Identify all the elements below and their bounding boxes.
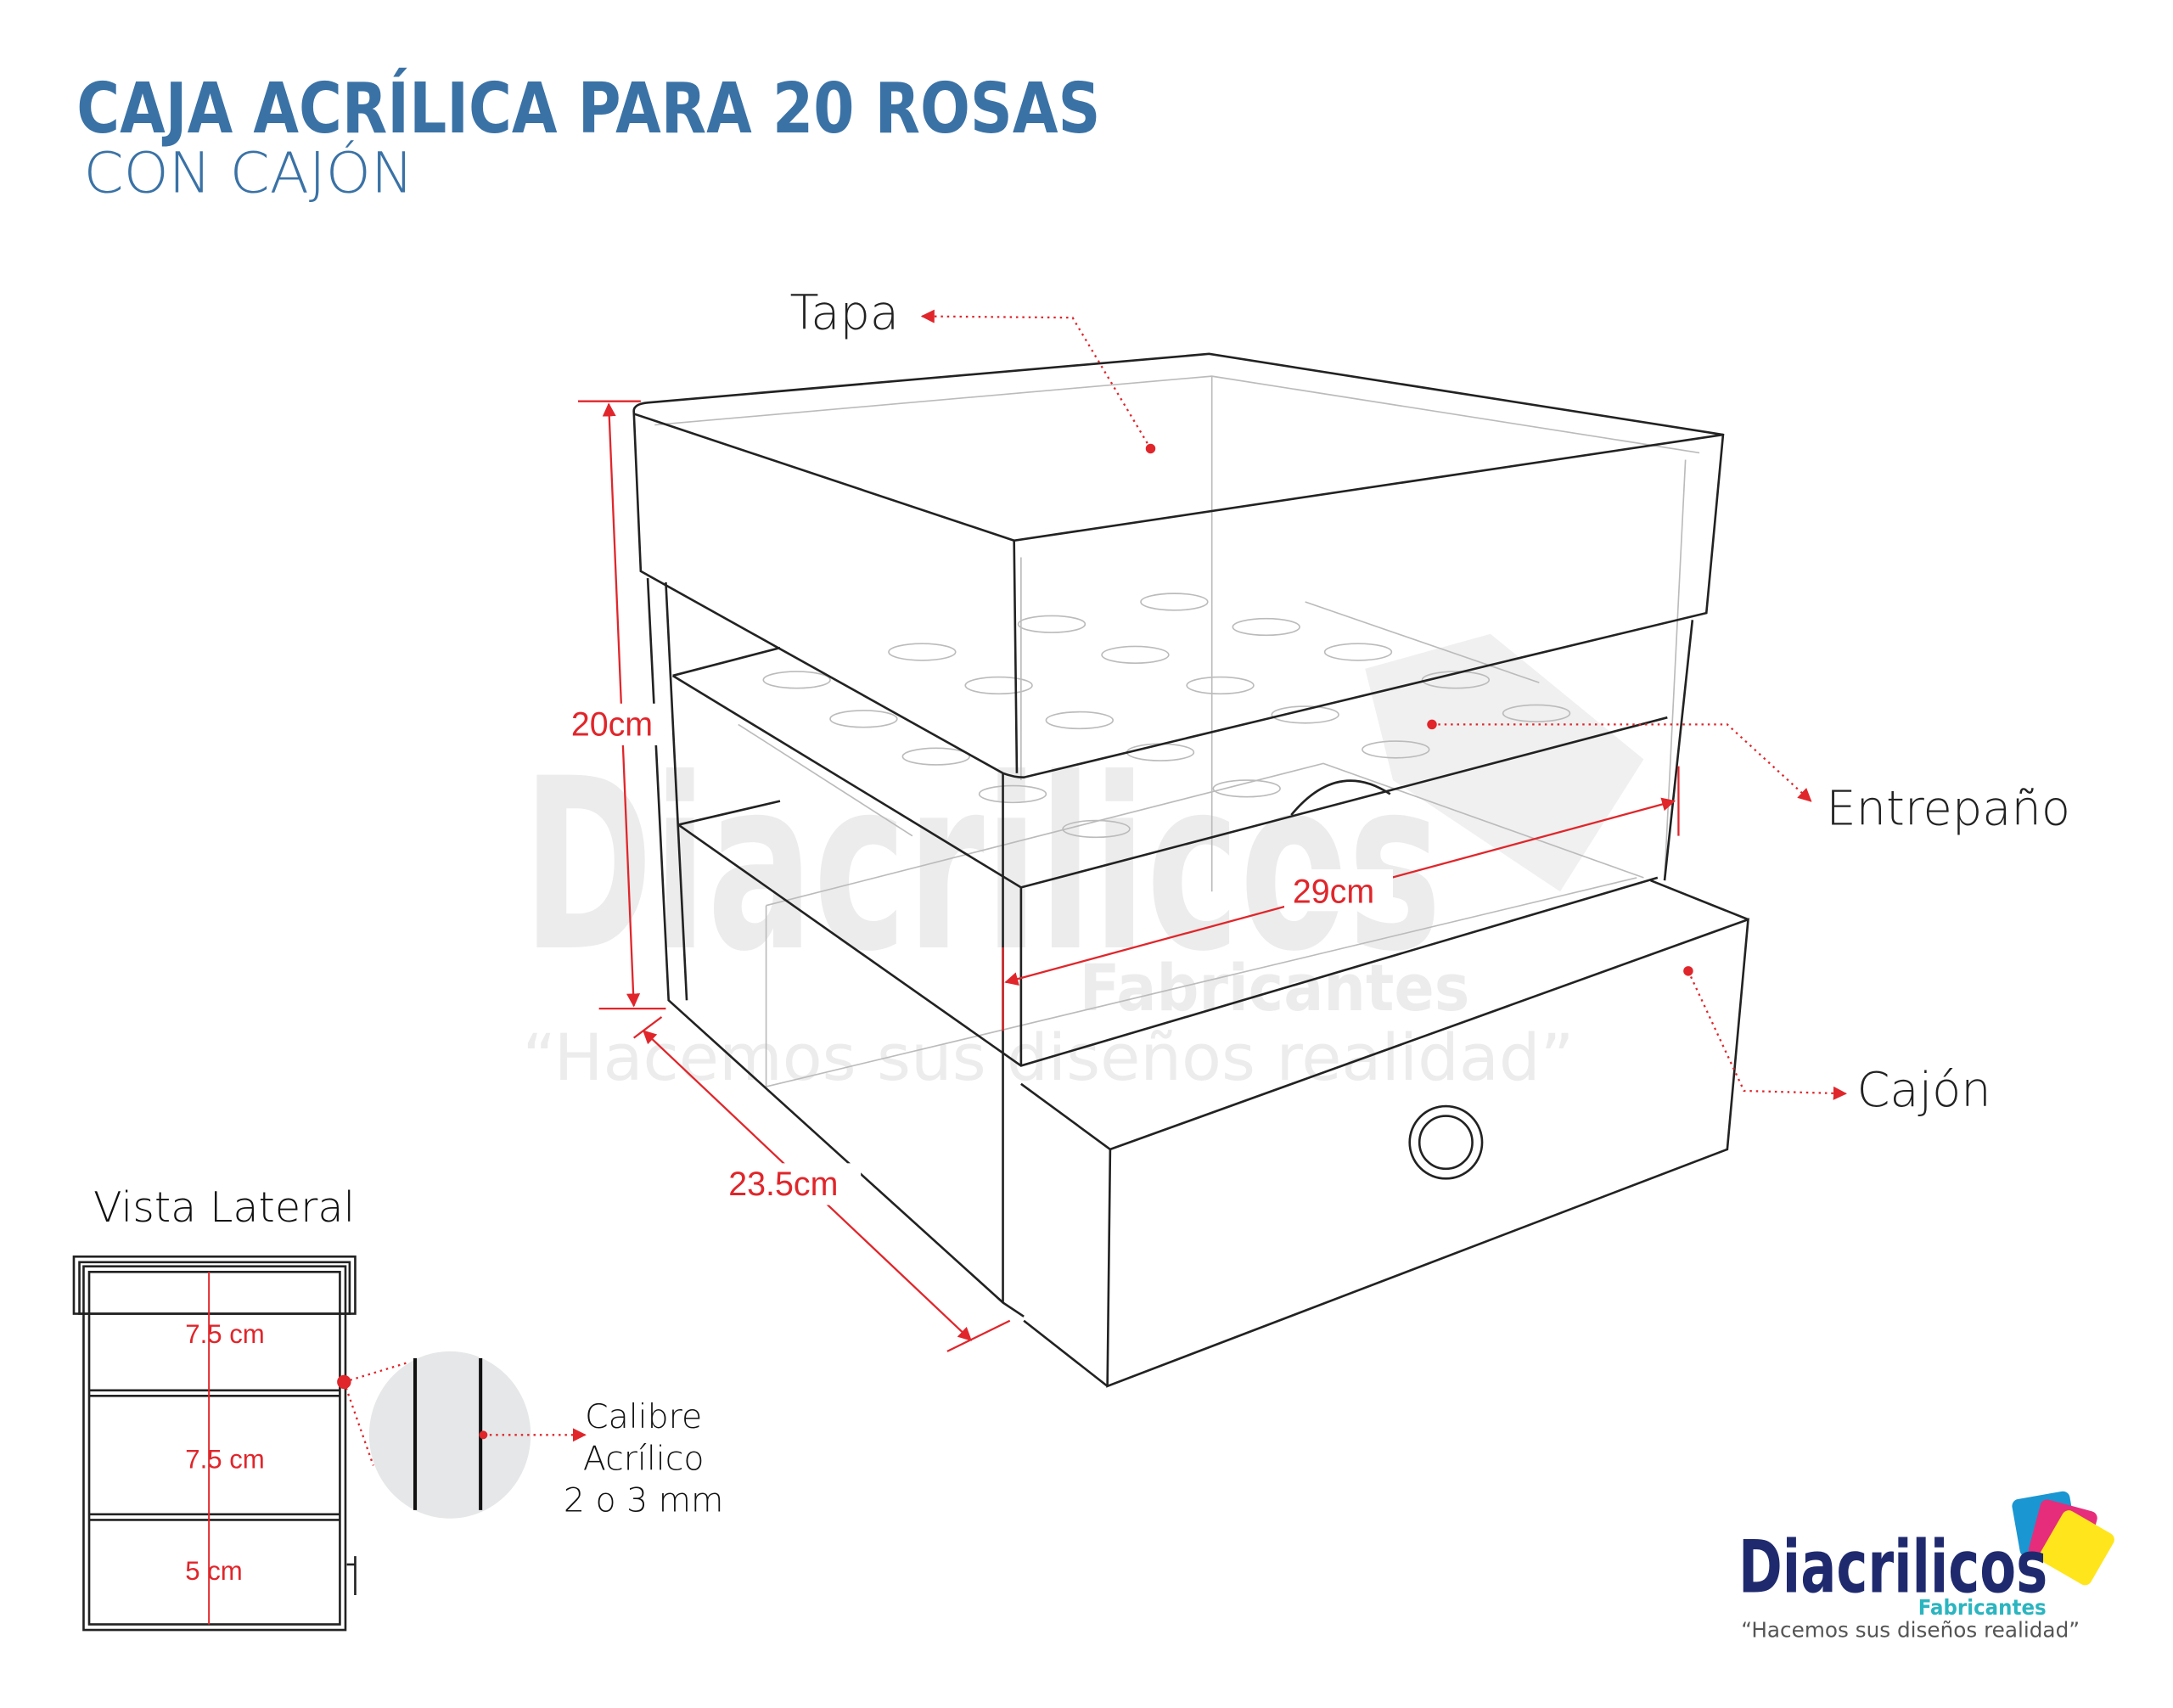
height-dimension: 20cm [571, 706, 653, 744]
svg-text:Fabricantes: Fabricantes [1080, 951, 1469, 1025]
svg-text:“Hacemos sus diseños realidad”: “Hacemos sus diseños realidad” [1741, 1617, 2080, 1642]
caliber-line-2: Acrílico [583, 1439, 705, 1478]
label-drawer: Cajón [1856, 1063, 1991, 1118]
caliber-line-1: Calibre [585, 1397, 702, 1436]
side-section-2: 7.5 cm [185, 1445, 265, 1475]
dimension-lines [564, 400, 1680, 1352]
drawer-handle [1408, 1104, 1484, 1180]
watermark: Diacrilicos Fabricantes “Hacemos sus dis… [522, 633, 1644, 1095]
side-view-title: Vista Lateral [93, 1183, 355, 1232]
side-section-3: 5 cm [185, 1556, 243, 1586]
callouts [920, 309, 1847, 1100]
svg-text:Fabricantes: Fabricantes [1918, 1595, 2047, 1620]
caliber-line-3: 2 o 3 mm [564, 1481, 723, 1520]
brand-logo: Diacrilicos Fabricantes “Hacemos sus dis… [1738, 1491, 2114, 1642]
page-subtitle: CON CAJÓN [83, 141, 413, 206]
svg-text:Diacrilicos: Diacrilicos [1738, 1526, 2047, 1610]
side-view-drawing [72, 1255, 587, 1632]
label-shelf: Entrepaño [1826, 782, 2070, 837]
width-dimension: 29cm [1293, 873, 1374, 910]
label-lid: Tapa [789, 285, 899, 340]
depth-dimension: 23.5cm [728, 1166, 838, 1203]
side-section-1: 7.5 cm [185, 1319, 265, 1349]
page-title: CAJA ACRÍLICA PARA 20 ROSAS [76, 68, 1100, 149]
